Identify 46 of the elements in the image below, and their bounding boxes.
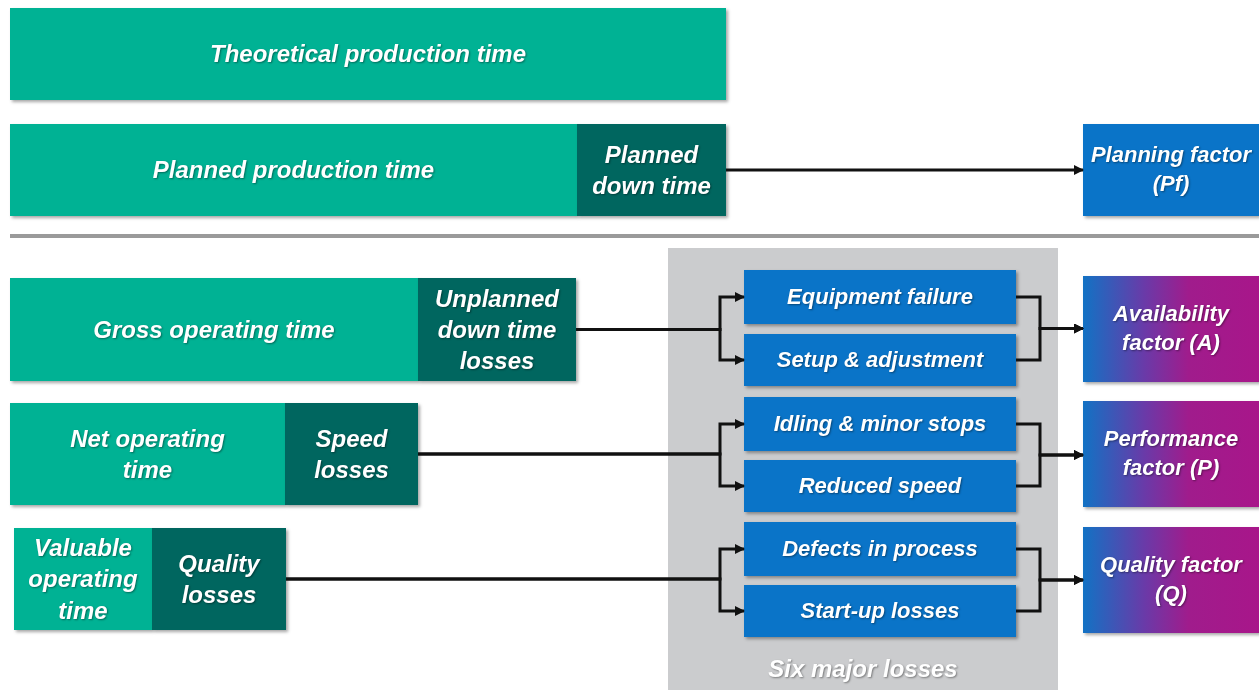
node-label: Planning factor (Pf) (1089, 141, 1253, 198)
loss-bar (418, 278, 576, 381)
loss-box (1083, 124, 1259, 216)
node-label: Gross operating time (93, 314, 335, 345)
node-label: Quality losses (177, 548, 262, 610)
loss-bar (577, 124, 726, 216)
time-bar (10, 8, 726, 100)
node-label: Idling & minor stops (773, 409, 987, 438)
arrow (286, 577, 745, 616)
loss-box (744, 270, 1016, 324)
time-bar (10, 403, 285, 505)
loss-bar (152, 528, 286, 630)
factor-box (1083, 401, 1259, 507)
loss-box (744, 460, 1016, 512)
losses-panel (668, 248, 1058, 690)
arrow (1016, 323, 1084, 362)
node-label: Performance factor (P) (1102, 425, 1240, 482)
node-label: Speed losses (313, 423, 390, 485)
node-label: Defects in process (782, 534, 978, 563)
node-label: Quality factor (Q) (1099, 551, 1244, 608)
loss-box (744, 522, 1016, 576)
node-label: Net operating time (69, 423, 226, 485)
arrow (1016, 450, 1084, 488)
panel-title: Six major losses (768, 653, 958, 684)
time-bar (10, 278, 418, 381)
node-label: Start-up losses (800, 596, 960, 625)
node-label: Unplanned down time losses (434, 283, 561, 377)
node-label: Reduced speed (798, 471, 962, 500)
node-label: Valuable operating time (27, 533, 139, 626)
loss-box (744, 334, 1016, 386)
time-bar (14, 528, 152, 630)
arrow (418, 452, 745, 491)
loss-bar (285, 403, 418, 505)
factor-box (1083, 527, 1259, 633)
arrow (1016, 575, 1084, 613)
loss-box (744, 585, 1016, 637)
node-label: Planned down time (591, 139, 712, 201)
arrow (726, 165, 1084, 175)
node-label: Setup & adjustment (776, 345, 984, 374)
node-label: Equipment failure (787, 282, 973, 311)
node-label: Availability factor (A) (1111, 300, 1231, 357)
time-bar (10, 124, 577, 216)
loss-box (744, 397, 1016, 451)
node-label: Theoretical production time (210, 39, 526, 70)
node-label: Planned production time (152, 155, 435, 186)
factor-box (1083, 276, 1259, 382)
